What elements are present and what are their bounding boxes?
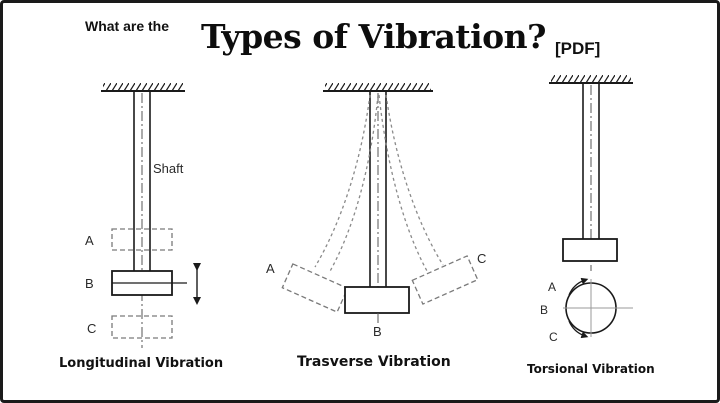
vibration-diagrams: Shaft A B C (85, 75, 633, 348)
label-b-trans: B (373, 324, 382, 339)
shaft-2 (369, 91, 387, 321)
disc-position-c-trans (411, 255, 479, 305)
disc-position-a-trans (281, 263, 349, 313)
transverse-diagram: A B C (266, 83, 486, 339)
rotation-arrow-top (568, 277, 589, 296)
shaft-1 (133, 91, 151, 348)
label-a-trans: A (266, 261, 275, 276)
caption-transverse: Trasverse Vibration (297, 354, 451, 370)
torsional-diagram: A B C (540, 75, 633, 344)
label-c-long: C (87, 321, 96, 336)
rotation-arrow-bottom (568, 320, 589, 339)
ceiling-support-2 (323, 83, 433, 92)
label-c-trans: C (477, 251, 486, 266)
label-b-tors: B (540, 303, 548, 317)
title-lead: What are the (85, 18, 170, 34)
shaft-label: Shaft (153, 161, 184, 176)
disc-position-b-trans (344, 286, 410, 314)
deflected-shaft-right (378, 94, 444, 272)
label-c-tors: C (549, 330, 558, 344)
page-title: Types of Vibration? (201, 17, 546, 56)
torsion-disc (562, 238, 618, 262)
deflected-shaft-left (314, 94, 379, 274)
caption-longitudinal: Longitudinal Vibration (59, 356, 224, 371)
label-a-tors: A (548, 280, 556, 294)
caption-torsional: Torsional Vibration (527, 362, 655, 376)
shaft-3 (582, 83, 600, 271)
ceiling-support-3 (549, 75, 633, 84)
label-a-long: A (85, 233, 94, 248)
pdf-tag: [PDF] (555, 39, 601, 58)
ceiling-support-1 (101, 83, 185, 92)
label-b-long: B (85, 276, 94, 291)
longitudinal-diagram: Shaft A B C (85, 83, 201, 348)
disc-position-c (111, 315, 173, 339)
header: What are the Types of Vibration? [PDF] (3, 3, 720, 73)
